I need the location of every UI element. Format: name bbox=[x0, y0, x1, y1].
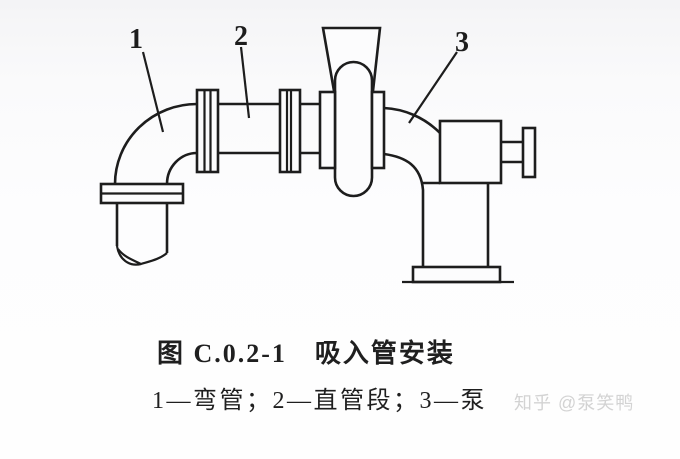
part-label-2: 2 bbox=[234, 21, 248, 52]
elbow-outer-arc bbox=[113, 102, 198, 185]
figure-caption: 图 C.0.2-1 吸入管安装 bbox=[157, 339, 455, 368]
part-label-1: 1 bbox=[129, 24, 143, 55]
pump-suction-flange-left bbox=[318, 90, 337, 170]
pump-shaft-coupling bbox=[521, 126, 537, 179]
zhihu-watermark: 知乎 @泵笑鸭 bbox=[514, 393, 635, 413]
flange-1-body bbox=[195, 88, 220, 174]
pump-bearing-housing bbox=[438, 119, 503, 185]
leader-line-3 bbox=[408, 51, 458, 124]
pump-suction-flange-right bbox=[370, 90, 386, 170]
straight-pipe-section bbox=[218, 102, 280, 155]
pump-volute-casing bbox=[333, 60, 374, 198]
leader-line-2 bbox=[239, 46, 251, 119]
pump-base-plate bbox=[411, 265, 502, 284]
suction-pipe-installation-diagram: 1 2 3 bbox=[99, 21, 537, 284]
pump-casing-lower-arc bbox=[383, 152, 425, 267]
flange-joint-2 bbox=[278, 88, 302, 174]
figure-legend: 1—弯管；2—直管段；3—泵 bbox=[152, 388, 487, 414]
suction-nozzle-pipe bbox=[300, 102, 321, 155]
leader-line-1 bbox=[141, 51, 165, 133]
flange-joint-1 bbox=[195, 88, 220, 174]
callouts: 1 2 3 bbox=[129, 21, 469, 133]
elbow-pipe bbox=[99, 102, 198, 266]
elbow-inner-arc bbox=[165, 151, 198, 185]
pump bbox=[318, 26, 537, 284]
broken-pipe-break-curl bbox=[117, 248, 142, 265]
part-label-3: 3 bbox=[455, 27, 469, 58]
